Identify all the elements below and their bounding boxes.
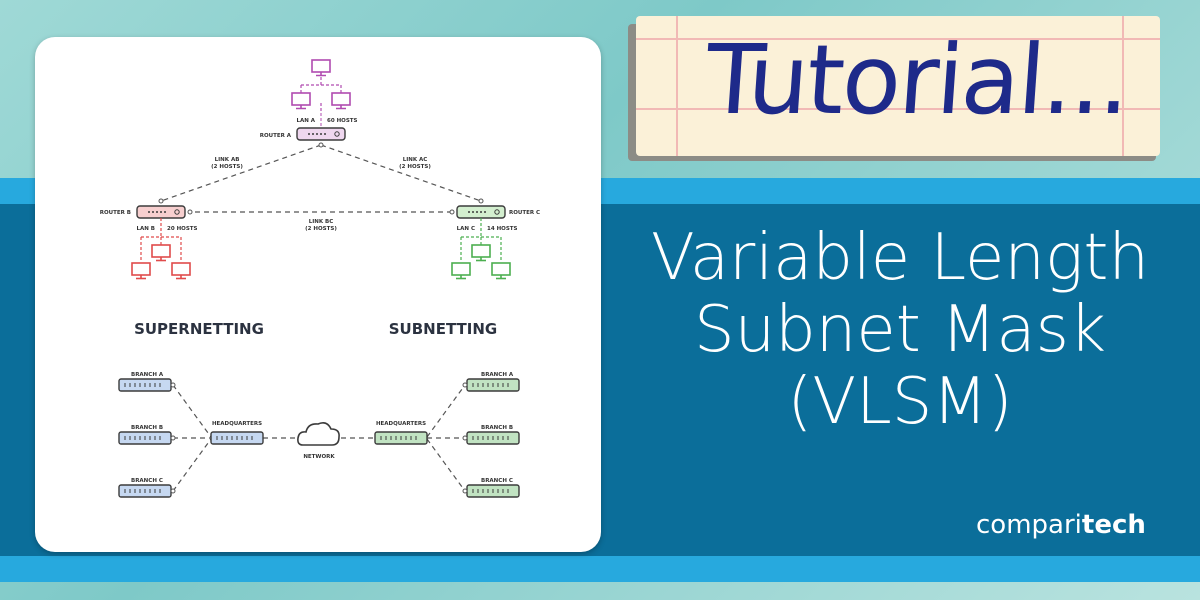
link-ac-hosts: (2 HOSTS)	[399, 164, 431, 170]
branch-label: BRANCH C	[481, 478, 513, 484]
note-margin-rule	[676, 16, 678, 156]
monitor-icon	[131, 262, 151, 280]
monitor-icon	[451, 262, 471, 280]
banner-title: Variable Length Subnet Mask (VLSM)	[600, 222, 1200, 438]
link-bc-hosts: (2 HOSTS)	[305, 226, 337, 232]
link-ac-label: LINK AC	[403, 157, 428, 163]
branch-label: BRANCH A	[131, 372, 164, 378]
note-rule	[636, 108, 1160, 110]
server-icon	[118, 484, 172, 498]
monitor-icon	[291, 92, 311, 110]
branch-label: BRANCH C	[131, 478, 163, 484]
bottom-links	[172, 384, 466, 492]
cloud-icon	[297, 422, 340, 446]
monitor-icon	[311, 59, 331, 77]
diagram-card: LAN A 60 HOSTS ROUTER A LINK AB (2 HOSTS…	[35, 37, 601, 552]
router-a-label: ROUTER A	[260, 133, 292, 139]
monitor-icon	[491, 262, 511, 280]
branch-label: BRANCH B	[131, 425, 163, 431]
link-ab-hosts: (2 HOSTS)	[211, 164, 243, 170]
title-line: Variable Length	[651, 221, 1149, 295]
title-line: (VLSM)	[787, 365, 1013, 439]
link-ab-label: LINK AB	[215, 157, 240, 163]
server-icon	[466, 431, 520, 445]
branch-label: BRANCH A	[481, 372, 514, 378]
lan-b-hosts: 20 HOSTS	[167, 226, 198, 232]
note-rule	[636, 38, 1160, 40]
lan-a-hosts: 60 HOSTS	[327, 118, 358, 124]
brand-logo: comparitech	[976, 510, 1146, 540]
tutorial-label: Tutorial...	[702, 24, 1133, 136]
network-diagram: LAN A 60 HOSTS ROUTER A LINK AB (2 HOSTS…	[100, 59, 540, 498]
link-bc-label: LINK BC	[309, 219, 334, 225]
lan-b	[131, 205, 193, 280]
server-icon	[118, 431, 172, 445]
note-margin-rule	[1122, 16, 1124, 156]
tutorial-note: Tutorial...	[628, 16, 1160, 161]
router-c-label: ROUTER C	[509, 210, 540, 216]
network-label: NETWORK	[303, 454, 335, 460]
hq-label: HEADQUARTERS	[212, 421, 262, 427]
hq-label: HEADQUARTERS	[376, 421, 426, 427]
lan-c-hosts: 14 HOSTS	[487, 226, 518, 232]
lan-c-label: LAN C	[457, 226, 475, 232]
server-icon	[118, 378, 172, 392]
title-line: Subnet Mask	[693, 293, 1107, 367]
links	[160, 144, 482, 213]
monitor-icon	[151, 244, 171, 262]
lan-a	[291, 59, 351, 141]
server-icon	[374, 431, 428, 445]
heading-subnetting: SUBNETTING	[389, 320, 497, 338]
lan-a-label: LAN A	[296, 118, 315, 124]
server-icon	[210, 431, 264, 445]
monitor-icon	[331, 92, 351, 110]
server-icon	[466, 484, 520, 498]
branch-label: BRANCH B	[481, 425, 513, 431]
monitor-icon	[171, 262, 191, 280]
brand-bold: tech	[1081, 510, 1146, 540]
lan-b-label: LAN B	[137, 226, 155, 232]
brand-regular: compari	[976, 510, 1082, 540]
router-b-label: ROUTER B	[100, 210, 131, 216]
monitor-icon	[471, 244, 491, 262]
heading-supernetting: SUPERNETTING	[134, 320, 264, 338]
server-icon	[466, 378, 520, 392]
note-paper: Tutorial...	[636, 16, 1160, 156]
lan-c	[449, 205, 511, 280]
